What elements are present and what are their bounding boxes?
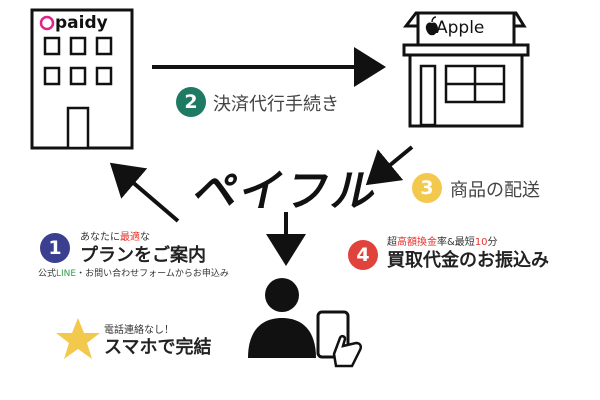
step-1-pretitle: あなたに最適な [80, 228, 150, 243]
step-2-badge: 2 [176, 87, 206, 117]
step-4-pretitle-highlight-1: 高額換金 [397, 237, 437, 248]
paidy-building-icon [30, 8, 134, 150]
payful-brand-logo: ペイフル [188, 166, 384, 217]
step-4-pretitle-b: 率&最短 [437, 237, 475, 248]
step-2-title: 決済代行手続き [213, 94, 339, 115]
step-1-pretitle-highlight: 最適 [120, 232, 140, 243]
step-4-pretitle: 超高額換金率&最短10分 [387, 233, 498, 248]
star-icon [56, 318, 100, 359]
step-1-note-b: ・お問い合わせフォームからお申込み [76, 269, 229, 279]
step-1-note: 公式LINE・お問い合わせフォームからお申込み [38, 266, 229, 279]
step-1-note-line: LINE [56, 269, 77, 279]
step-3-title: 商品の配送 [450, 180, 540, 201]
user-smartphone-icon [248, 278, 363, 368]
paidy-logo-text: paidy [55, 13, 108, 33]
step-1-badge: 1 [40, 233, 70, 263]
step-1-pretitle-a: あなたに [80, 232, 120, 243]
step-3-badge: 3 [412, 173, 442, 203]
apple-sign-text: Apple [436, 18, 485, 38]
arrow-to-paidy [109, 162, 180, 223]
step-4-pretitle-c: 分 [487, 237, 498, 248]
apple-store-icon [402, 11, 530, 128]
step-4-title: 買取代金のお振込み [387, 250, 549, 271]
step-1-pretitle-b: な [140, 232, 150, 243]
step-4-badge: 4 [348, 240, 378, 270]
star-note-title: スマホで完結 [104, 337, 212, 358]
step-4-pretitle-a: 超 [387, 237, 397, 248]
step-4-pretitle-highlight-2: 10 [474, 237, 488, 248]
arrow-apple-to-brand [365, 145, 414, 186]
step-1-note-a: 公式 [38, 269, 57, 279]
step-1-title: プランをご案内 [80, 245, 206, 266]
star-note-pretitle: 電話連絡なし！ [104, 325, 174, 336]
